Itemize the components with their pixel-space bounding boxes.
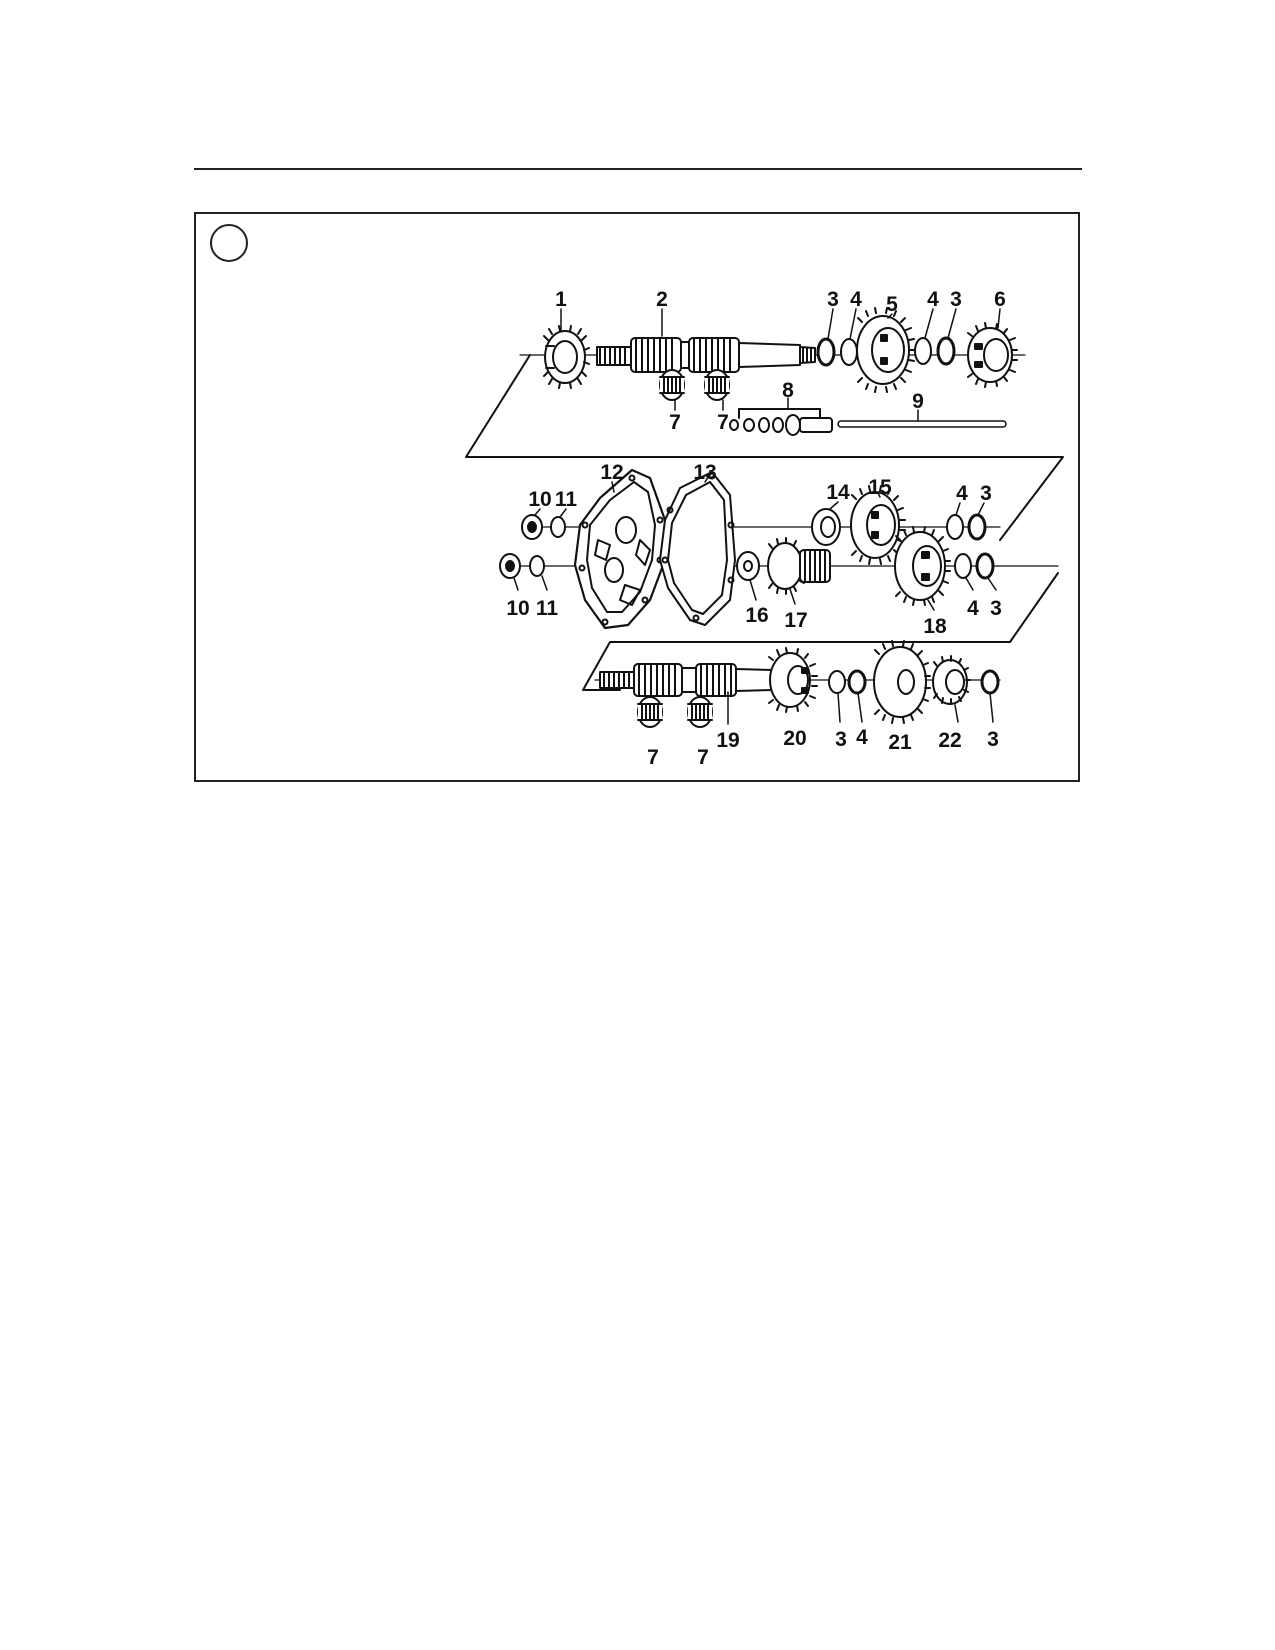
- washer-4d: [954, 553, 972, 579]
- callout-2: 2: [656, 288, 668, 311]
- needle-bearing-7c: [637, 696, 663, 728]
- callout-6: 6: [994, 288, 1006, 311]
- callout-11: 11: [555, 488, 578, 511]
- washer-3b: [936, 336, 956, 366]
- callout-3: 3: [827, 288, 839, 311]
- washer-3f: [980, 669, 1000, 695]
- gear-18: [894, 526, 951, 606]
- callout-7: 7: [717, 411, 729, 434]
- bearing-14: [811, 508, 841, 546]
- shift-parts-8: [729, 408, 833, 436]
- nut-10b: [499, 553, 521, 579]
- washer-4a: [840, 338, 858, 366]
- gear-15: [850, 485, 906, 565]
- callout-3: 3: [835, 728, 847, 751]
- needle-bearing-7b: [704, 369, 730, 401]
- callout-13: 13: [693, 461, 716, 484]
- callout-3: 3: [980, 482, 992, 505]
- washer-4e: [847, 669, 867, 695]
- nut-10a: [521, 514, 543, 540]
- washer-3d: [975, 552, 995, 580]
- gear-5: [856, 307, 915, 393]
- washer-3c: [967, 513, 987, 541]
- callout-14: 14: [826, 481, 850, 504]
- shift-rod-9: [837, 420, 1007, 428]
- callout-7: 7: [669, 411, 681, 434]
- callout-4: 4: [850, 288, 862, 311]
- washer-4c: [946, 514, 964, 540]
- gear-21: [873, 640, 931, 724]
- callout-11: 11: [536, 597, 559, 620]
- gear-17: [767, 537, 831, 595]
- callout-20: 20: [783, 727, 806, 750]
- callout-17: 17: [784, 609, 807, 632]
- callout-19: 19: [716, 729, 739, 752]
- callout-10: 10: [506, 597, 529, 620]
- gear-22: [932, 655, 971, 705]
- mainshaft-2: [596, 337, 816, 373]
- callout-4: 4: [967, 597, 979, 620]
- needle-bearing-7d: [687, 696, 713, 728]
- callout-15: 15: [868, 476, 892, 499]
- countershaft-19: [599, 663, 773, 697]
- callout-7: 7: [697, 746, 709, 769]
- callout-16: 16: [745, 604, 768, 627]
- guide-frame-upper: [465, 354, 1064, 541]
- callout-3: 3: [990, 597, 1002, 620]
- guide-frame-lower: [582, 572, 1059, 691]
- washer-3e: [828, 670, 846, 694]
- callout-labels: 1 2 3 4 5 4 3 6 7 7 8 9 10 11 12 13 14 1…: [506, 288, 1006, 769]
- callout-10: 10: [528, 488, 551, 511]
- needle-bearing-7a: [659, 369, 685, 401]
- callout-4: 4: [956, 482, 968, 505]
- leader-lines: [513, 308, 1001, 725]
- washer-4b: [914, 337, 932, 365]
- callout-3: 3: [950, 288, 962, 311]
- thrust-washer-16: [736, 551, 760, 581]
- callout-18: 18: [923, 615, 947, 638]
- callout-22: 22: [938, 729, 961, 752]
- callout-5: 5: [886, 293, 898, 316]
- callout-12: 12: [600, 461, 623, 484]
- figure-number-circle: [210, 224, 248, 262]
- callout-1: 1: [555, 288, 567, 311]
- callout-8: 8: [782, 379, 794, 402]
- washer-11b: [529, 555, 545, 577]
- header-rule: [194, 168, 1082, 170]
- gear-6: [967, 322, 1018, 388]
- washer-3a: [816, 337, 836, 367]
- washer-11a: [550, 516, 566, 538]
- gear-1: [543, 325, 590, 389]
- cover-plate-12: [573, 468, 667, 630]
- callout-21: 21: [888, 731, 912, 754]
- gasket-13: [659, 471, 736, 626]
- callout-3: 3: [987, 728, 999, 751]
- callout-4: 4: [856, 726, 868, 749]
- callout-7: 7: [647, 746, 659, 769]
- callout-9: 9: [912, 390, 924, 413]
- callout-4: 4: [927, 288, 939, 311]
- gear-20: [768, 647, 818, 713]
